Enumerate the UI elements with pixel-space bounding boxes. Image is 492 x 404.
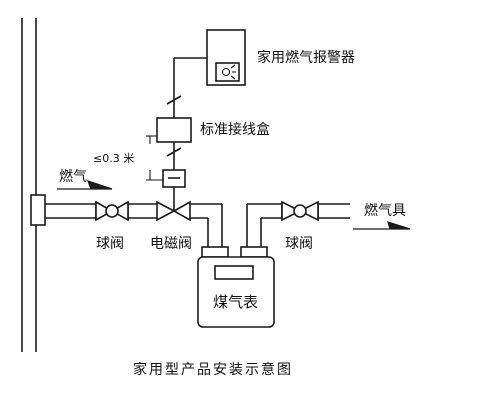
gas-in-arrow [57,180,113,190]
alarm-label: 家用燃气报警器 [257,49,355,66]
junction-box [156,117,192,143]
gas-meter [197,246,275,328]
ball-valve-left [95,200,129,222]
riser-pipe [21,18,37,352]
ball-valve-right-label: 球阀 [285,236,313,252]
tee-fitting [30,194,46,226]
gas-alarm [206,29,246,86]
ball-valve-left-label: 球阀 [96,236,124,252]
solenoid-valve [156,169,191,222]
distance-marker [146,135,164,181]
gas-out-arrow [353,221,411,230]
signal-cable [166,57,207,170]
solenoid-valve-label: 电磁阀 [150,236,192,252]
ball-valve-right [281,200,319,222]
gas-out-label: 燃气具 [364,202,406,219]
junction-box-label: 标准接线盒 [200,121,270,138]
diagram-caption: 家用型产品安装示意图 [133,361,293,378]
gas-meter-label: 煤气表 [213,293,258,311]
outlet-pipe [246,203,350,248]
gas-in-label: 燃气 [59,168,87,185]
distance-label: ≤0.3 米 [93,152,134,165]
supply-pipe [45,203,223,248]
alarm-sensor-icon [221,64,236,80]
